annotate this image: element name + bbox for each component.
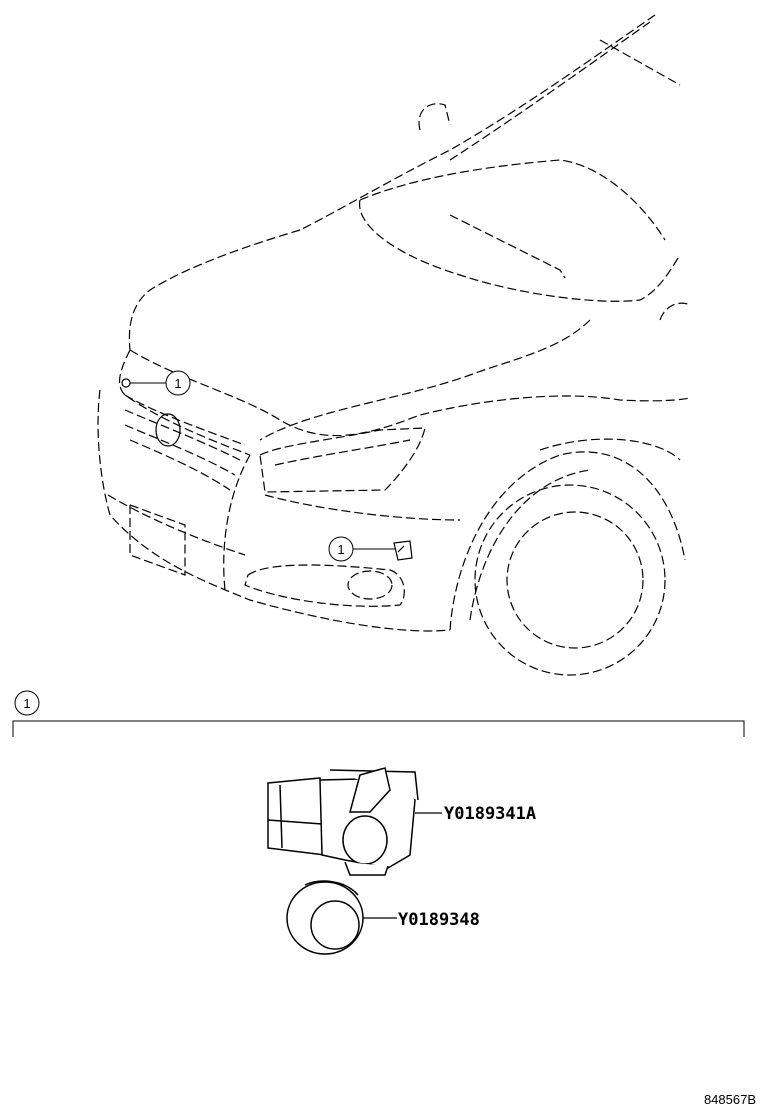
bezel-part-number: Y0189348 [398, 910, 480, 930]
vehicle-outline [97, 14, 691, 676]
callout-grille-number: 1 [174, 376, 181, 391]
section-bracket: 1 [12, 690, 745, 737]
callout-grille: 1 [130, 370, 191, 396]
callout-bumper: 1 [328, 536, 396, 562]
bumper-sensor-marker [393, 540, 413, 561]
figure-id: 848567B [704, 1092, 756, 1107]
sensor-part-number: Y0189341A [444, 804, 536, 824]
callout-bumper-number: 1 [337, 542, 344, 557]
emblem [155, 413, 181, 447]
bezel-part [286, 880, 397, 955]
grille-sensor-marker [121, 378, 131, 388]
section-callout-number: 1 [23, 696, 30, 711]
sensor-part [267, 767, 442, 876]
